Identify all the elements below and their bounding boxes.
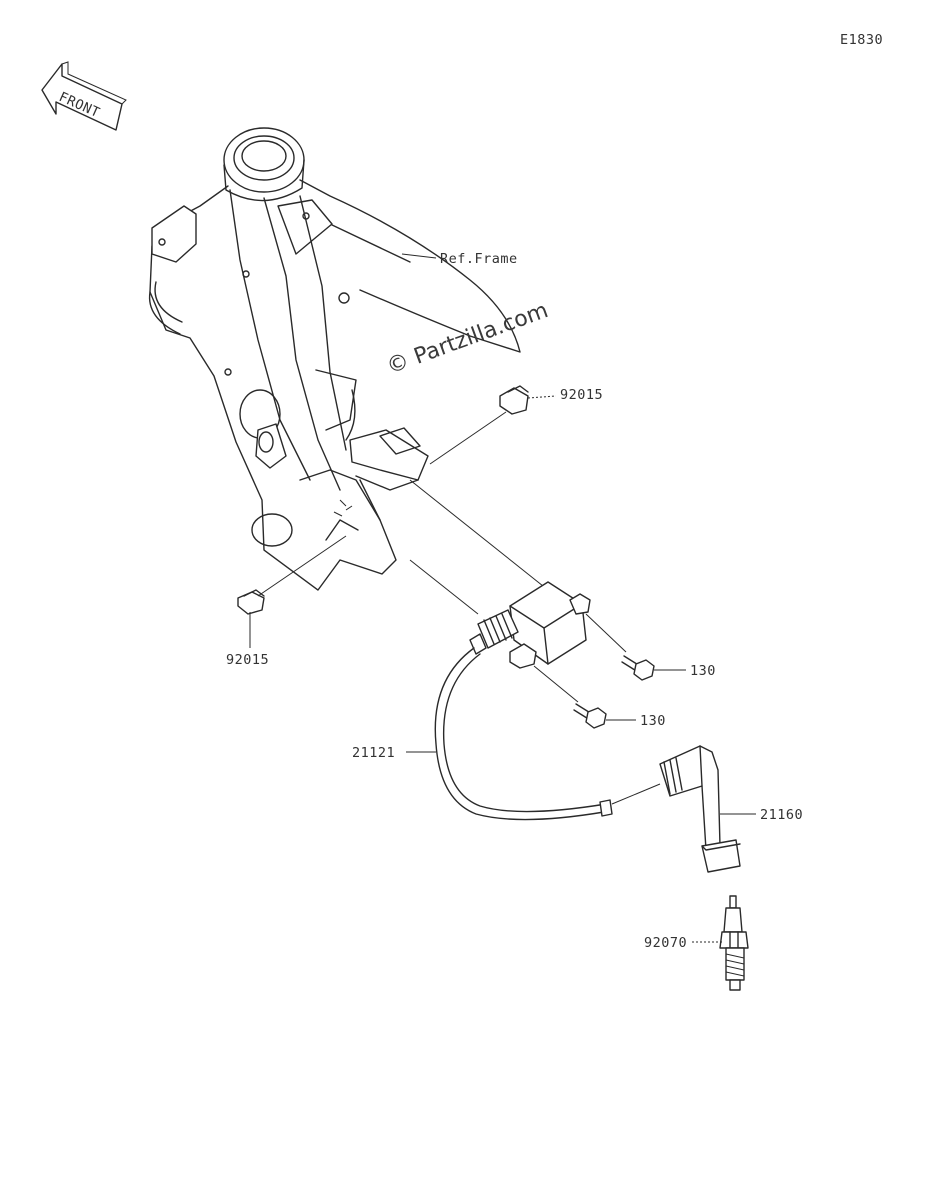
spark-plug-part (719, 895, 749, 991)
clip-upper-leader (527, 395, 557, 399)
ignition-coil-part (469, 581, 591, 669)
bolt-upper-label: 130 (690, 663, 716, 679)
bolt-lower-label: 130 (640, 713, 666, 729)
lead-wire-part (434, 647, 613, 821)
coil-guide-upper (409, 479, 549, 591)
frame-ref-label: Ref.Frame (440, 251, 518, 267)
clip-upper-part (499, 385, 529, 415)
lead-wire-label: 21121 (352, 745, 395, 761)
plug-cap-label: 21160 (760, 807, 803, 823)
spark-plug-label: 92070 (644, 935, 687, 951)
clip-upper-guide (429, 411, 507, 465)
coil-guide-lower (409, 559, 479, 615)
clip-lower-guide (257, 535, 347, 597)
bolt-lower-part (573, 703, 607, 729)
bolt-upper-part (621, 655, 655, 681)
bolt-upper-guide (585, 613, 627, 653)
diagram-code: E1830 (840, 32, 883, 48)
clip-lower-label: 92015 (226, 652, 269, 668)
frame-drawing (148, 127, 521, 591)
bolt-lower-guide (533, 665, 579, 703)
clip-lower-part (237, 589, 265, 615)
front-arrow-icon: FRONT (41, 61, 127, 131)
clip-upper-label: 92015 (560, 387, 603, 403)
frame-ref-leader (401, 253, 437, 259)
lead-wire-guide (611, 783, 661, 805)
plug-cap-part (659, 745, 741, 873)
